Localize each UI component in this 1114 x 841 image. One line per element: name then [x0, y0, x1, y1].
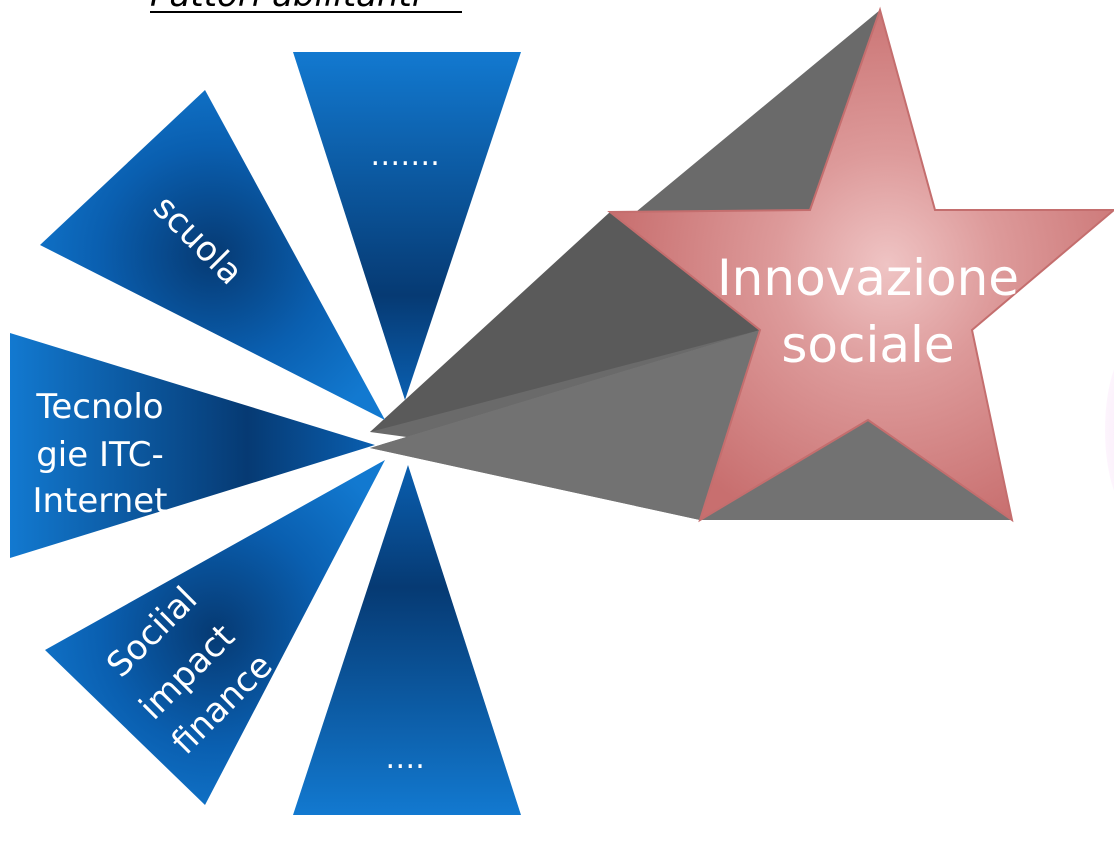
factor-top-label: ……. [370, 138, 440, 173]
factor-tecnologie-line-3: Internet [32, 481, 167, 521]
star-shape [607, 6, 1114, 523]
factor-scuola: scuola [40, 90, 385, 420]
factor-tecnologie-line-1: Tecnolo [35, 387, 163, 427]
factor-tecnologie-line-2: gie ITC- [36, 435, 164, 475]
factor-bottom-label: …. [385, 741, 425, 776]
factor-finance: Sociial impact finance [45, 460, 385, 805]
outcome-line-2: sociale [781, 316, 954, 374]
factor-top: ……. [293, 52, 521, 400]
outcome-line-1: Innovazione [717, 249, 1019, 307]
decorative-pink-shape [1105, 369, 1114, 491]
factor-bottom: …. [293, 465, 521, 815]
factor-tecnologie: Tecnolo gie ITC- Internet [10, 333, 375, 558]
